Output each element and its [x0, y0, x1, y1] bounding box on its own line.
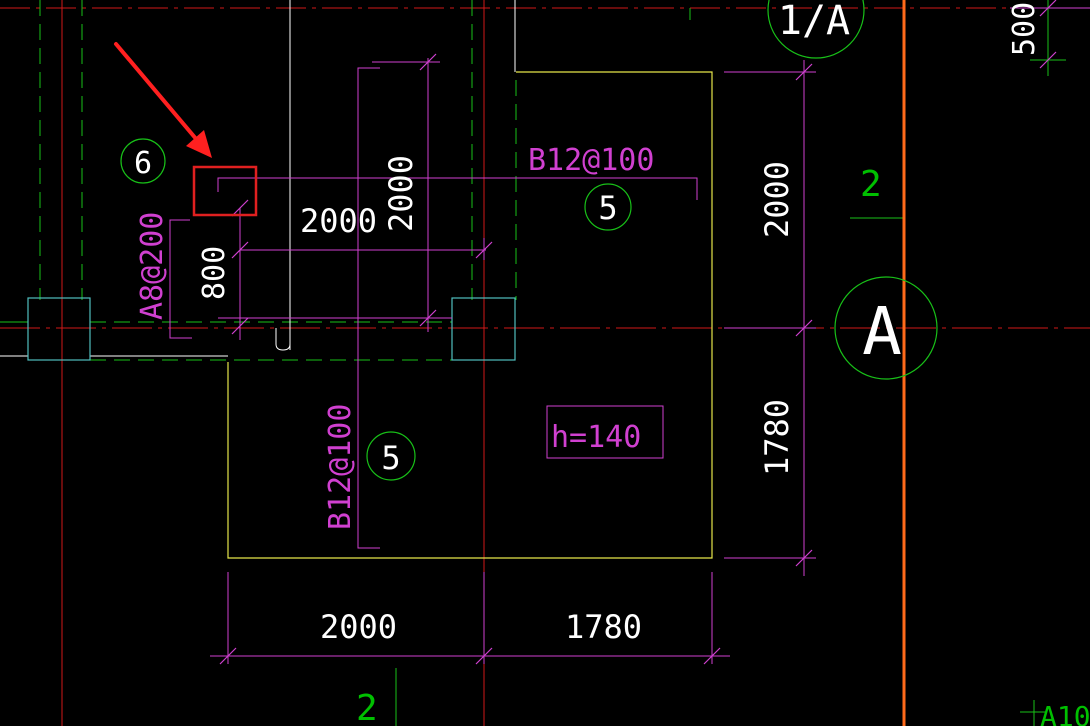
- callout-5a-text: 5: [598, 189, 617, 227]
- callout-circle-6: [120, 138, 166, 184]
- highlight-box: [192, 165, 258, 217]
- annotation-arrow: [114, 42, 212, 158]
- tick: [475, 647, 493, 665]
- thickness-label: h=140: [551, 420, 641, 455]
- tick: [703, 647, 721, 665]
- rebar-left-label: B12@100: [323, 404, 358, 530]
- rebar-top-bar: [217, 177, 698, 200]
- dim-2000-bottom: 2000: [320, 608, 397, 646]
- tick: [795, 319, 813, 337]
- rebar-top-label: B12@100: [528, 143, 654, 178]
- callout-circle-5a: [584, 183, 632, 231]
- tick: [1039, 0, 1057, 17]
- dim-500-top: 500: [1007, 2, 1042, 56]
- dimension-ticks: [219, 0, 1057, 665]
- axis-a-text: A: [862, 293, 902, 370]
- arrow-shaft: [114, 42, 199, 142]
- green-dashed-lines: [0, 0, 517, 361]
- dim-2000-right: 2000: [758, 161, 796, 238]
- tick: [419, 53, 437, 71]
- column-right: [451, 297, 516, 361]
- tick: [231, 199, 249, 217]
- white-structural-lines: [0, 0, 516, 357]
- tick: [419, 309, 437, 327]
- dim-1780-bottom: 1780: [565, 608, 642, 646]
- tick: [219, 647, 237, 665]
- axis-1a-text: 1/A: [778, 0, 850, 44]
- column-left: [27, 297, 91, 361]
- arrow-head-icon: [186, 130, 212, 158]
- corner-label: A10: [1040, 700, 1090, 726]
- white-hook: [275, 328, 291, 351]
- callout-5b-text: 5: [381, 439, 400, 477]
- axis-bubble-1a: [767, 0, 865, 59]
- tick: [231, 241, 249, 259]
- dim-2000-mid-v: 2000: [382, 155, 420, 232]
- tick: [795, 549, 813, 567]
- tick: [795, 63, 813, 81]
- tick: [1039, 51, 1057, 69]
- axis-bubble-a: [834, 276, 938, 380]
- grid-2-bottom-label: 2: [356, 688, 378, 726]
- callout-circle-5b: [366, 431, 416, 481]
- rebar-side-label: A8@200: [135, 212, 170, 320]
- grid-2-right-label: 2: [860, 164, 882, 205]
- thickness-box: [546, 405, 664, 459]
- callout-6-text: 6: [134, 146, 152, 181]
- rebar-left-bar: [357, 67, 380, 549]
- tick: [475, 241, 493, 259]
- tick: [231, 317, 249, 335]
- magenta-rebar-lines: [169, 7, 1090, 664]
- dim-1780-right: 1780: [758, 399, 796, 476]
- dim-2000-mid-h: 2000: [300, 202, 377, 240]
- slab-outline: [227, 71, 713, 559]
- rebar-side-bar: [169, 219, 192, 339]
- dim-800: 800: [197, 246, 232, 300]
